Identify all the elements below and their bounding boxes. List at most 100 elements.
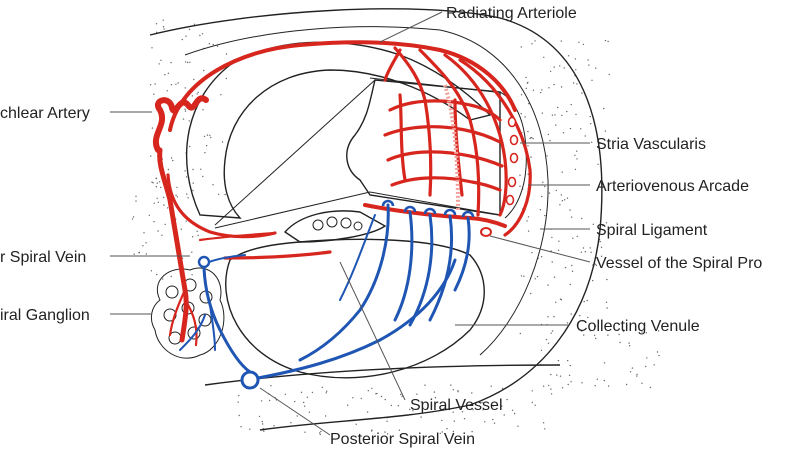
stipple-dot [560, 40, 562, 42]
stipple-dot [193, 23, 196, 25]
stipple-dot [206, 134, 209, 136]
stipple-dot [645, 365, 647, 368]
stipple-dot [540, 349, 543, 352]
stipple-dot [570, 103, 572, 106]
stipple-dot [575, 69, 577, 71]
stipple-dot [559, 204, 561, 206]
stipple-dot [564, 199, 566, 201]
stipple-dot [501, 387, 504, 390]
stipple-dot [603, 379, 606, 382]
stipple-dot [290, 422, 292, 424]
stipple-dot [461, 411, 464, 413]
stipple-dot [563, 67, 565, 69]
stipple-dot [608, 73, 610, 76]
stipple-dot [490, 385, 492, 387]
collecting-venule-2 [393, 210, 414, 322]
stipple-dot [164, 223, 166, 226]
stipple-dot [424, 384, 426, 386]
stipple-dot [151, 127, 154, 129]
stipple-dot [553, 316, 555, 318]
stipple-dot [452, 389, 454, 391]
stipple-dot [605, 222, 608, 224]
stipple-dot [268, 399, 271, 402]
stipple-dot [579, 315, 581, 317]
stipple-dot [618, 333, 620, 336]
stipple-dot [548, 192, 551, 194]
stipple-dot [580, 251, 582, 253]
stipple-dot [605, 301, 608, 303]
labels: Radiating Arteriole chlear Artery Stria … [0, 5, 762, 448]
stipple-dot [569, 127, 572, 130]
stipple-dot [636, 373, 638, 376]
stipple-dot [519, 185, 521, 187]
stipple-dot [566, 197, 569, 199]
anterior-vein-branch [208, 254, 246, 263]
stipple-dot [187, 61, 189, 64]
stipple-dot [184, 87, 186, 89]
stipple-dot [145, 242, 147, 244]
stipple-dot [186, 193, 188, 195]
stipple-dot [158, 63, 160, 65]
basilar-line [214, 191, 501, 229]
stipple-dot [594, 385, 596, 387]
stipple-dot [556, 374, 558, 376]
stipple-dot [196, 93, 198, 95]
leader-lines [110, 11, 591, 436]
stipple-dot [197, 234, 199, 237]
stipple-dot [249, 428, 251, 430]
stipple-dot [539, 209, 542, 211]
stipple-dot [384, 398, 386, 401]
stipple-dot [189, 61, 191, 63]
stipple-dot [163, 204, 165, 206]
stipple-dot [202, 109, 204, 111]
stipple-dot [192, 168, 194, 171]
stipple-dot [560, 299, 563, 301]
stipple-dot [581, 330, 583, 332]
stipple-dot [567, 359, 569, 362]
stipple-dot [156, 273, 158, 276]
label-radiating-arteriole: Radiating Arteriole [446, 5, 577, 22]
stipple-dot [162, 278, 164, 280]
stipple-dot [176, 196, 179, 198]
stipple-dot [597, 163, 599, 165]
stipple-dot [142, 245, 144, 247]
stipple-dot [347, 404, 349, 406]
stipple-dot [167, 168, 170, 171]
stipple-dot [155, 23, 158, 25]
stipple-dot [185, 176, 188, 178]
stipple-dot [531, 390, 533, 392]
stipple-dot [628, 342, 630, 344]
stipple-dot [284, 393, 286, 395]
stipple-dot [258, 415, 261, 418]
stipple-dot [164, 74, 166, 76]
stipple-dot [261, 420, 263, 423]
stipple-dot [185, 220, 187, 222]
stipple-dot [619, 341, 621, 344]
stipple-dot [397, 405, 399, 407]
stipple-dot [273, 425, 275, 427]
stipple-dot [452, 411, 454, 413]
stipple-dot [457, 390, 459, 392]
stipple-dot [138, 251, 141, 254]
stipple-dot [152, 182, 154, 184]
stipple-dot [450, 384, 452, 386]
stipple-dot [524, 116, 526, 118]
stipple-dot [386, 420, 388, 422]
stipple-dot [237, 401, 239, 403]
stipple-dot [181, 38, 183, 41]
scala-vestibuli [185, 41, 492, 219]
stipple-dot [550, 393, 553, 395]
stipple-dot [188, 28, 191, 31]
stipple-dot [453, 420, 455, 422]
stipple-dot [631, 367, 634, 369]
posterior-vein-trunk [256, 258, 457, 380]
stipple-dot [324, 415, 327, 417]
stipple-dot [192, 182, 194, 184]
reissners-membrane [214, 79, 376, 226]
stria-capillary-5 [398, 93, 407, 182]
label-vessel-spiral-prominence: Vessel of the Spiral Pro [596, 255, 762, 272]
stipple-dot [571, 270, 574, 272]
stipple-dot [622, 330, 625, 332]
stipple-dot [588, 64, 590, 66]
